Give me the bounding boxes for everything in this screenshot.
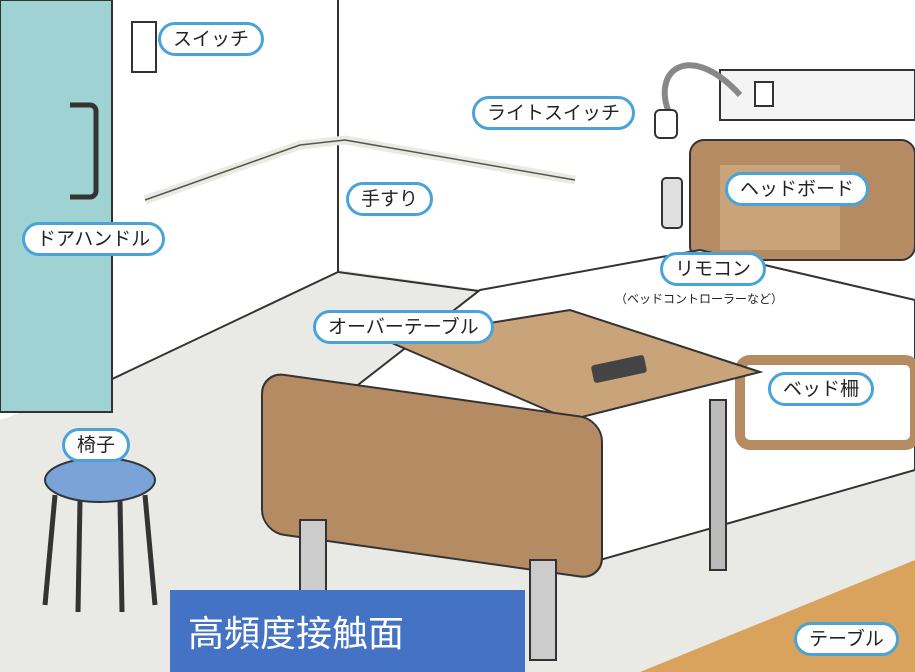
handrail-label: 手すり	[346, 182, 434, 216]
door-handle[interactable]	[70, 102, 99, 200]
overbed-table-label: オーバーテーブル	[313, 310, 494, 344]
door	[0, 0, 113, 413]
remote-note: （ベッドコントローラーなど）	[615, 292, 784, 306]
outlet[interactable]	[754, 81, 774, 107]
bed-remote[interactable]	[661, 177, 683, 229]
wall-switch[interactable]	[131, 21, 157, 73]
handrail-outline	[144, 139, 576, 201]
bed-leg-right	[529, 559, 557, 661]
table-label: テーブル	[794, 622, 899, 656]
light-switch-label: ライトスイッチ	[472, 96, 636, 130]
stool-legs	[42, 494, 158, 613]
footboard[interactable]	[261, 372, 603, 580]
remote-label: リモコン	[660, 252, 767, 286]
light-switch[interactable]	[654, 109, 678, 139]
headboard-label: ヘッドボード	[725, 172, 870, 206]
bed-side-rail[interactable]	[735, 355, 915, 450]
overbed-table-post	[709, 399, 727, 571]
stool-seat[interactable]	[44, 457, 156, 503]
headwall-panel	[719, 69, 915, 121]
door-handle-label: ドアハンドル	[22, 222, 166, 256]
high-touch-surface-banner: 高頻度接触面	[170, 590, 525, 672]
chair-label: 椅子	[62, 428, 131, 462]
bed-rail-label: ベッド柵	[768, 372, 875, 406]
floor-line-left	[109, 271, 339, 381]
light-arm	[661, 62, 743, 117]
tv-remote	[591, 355, 647, 383]
switch-label: スイッチ	[158, 22, 265, 56]
